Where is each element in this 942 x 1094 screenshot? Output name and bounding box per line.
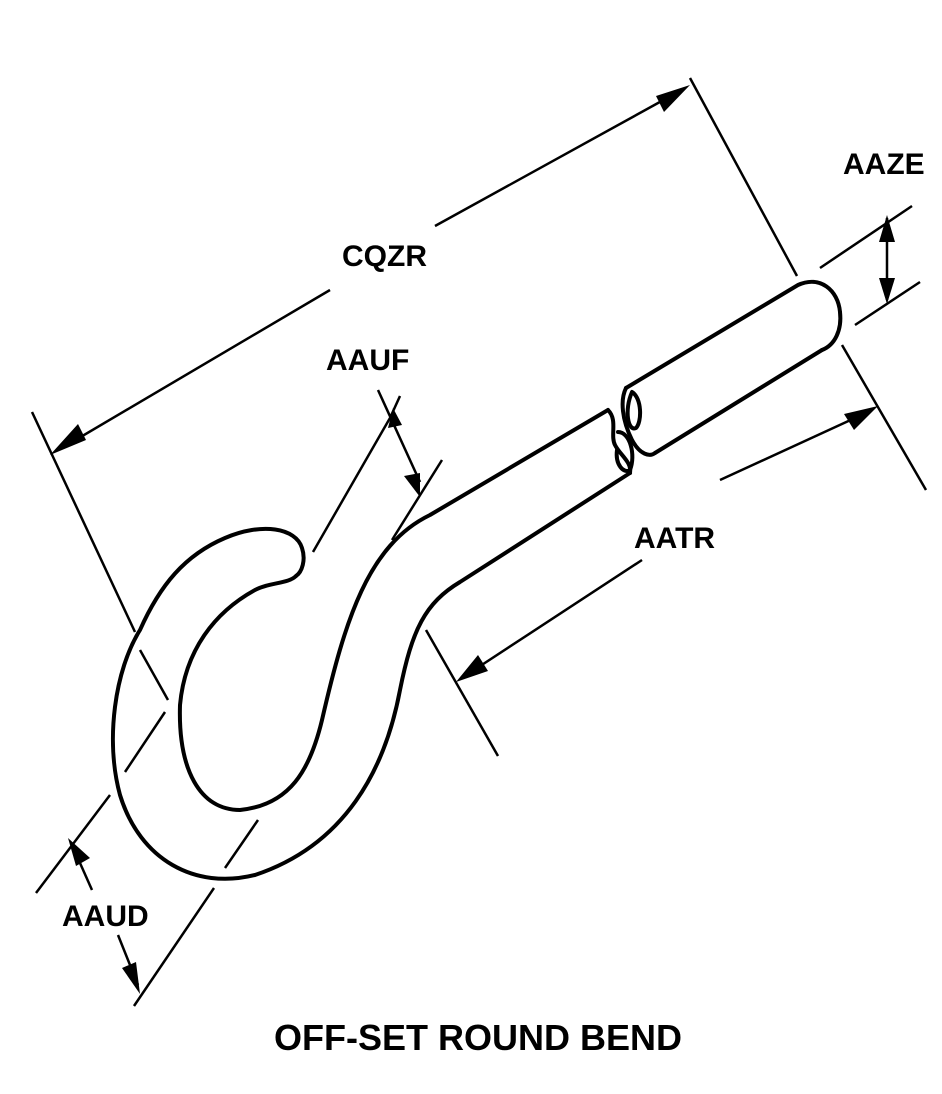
aaud-extension-bottom bbox=[132, 887, 216, 1007]
hook-part bbox=[111, 279, 843, 881]
aatr-label: AATR bbox=[634, 522, 715, 555]
dimension-aaze: AAZE bbox=[819, 148, 925, 327]
shank-break-left-curl bbox=[614, 430, 635, 473]
aaze-arrow-top bbox=[879, 215, 895, 242]
stock-right-top bbox=[624, 279, 842, 390]
hook-inner-contour bbox=[177, 408, 610, 812]
dimension-aaud: AAUD bbox=[35, 649, 260, 1007]
aatr-extension-left bbox=[424, 629, 500, 757]
dimension-aauf: AAUF bbox=[311, 344, 444, 553]
aaze-label: AAZE bbox=[843, 148, 925, 181]
aatr-arrow-right bbox=[844, 406, 878, 430]
dimension-cqzr: CQZR bbox=[30, 77, 799, 633]
aauf-arrow-top bbox=[388, 408, 402, 428]
aatr-dimension-line-right bbox=[719, 410, 869, 482]
dimension-aatr: AATR bbox=[424, 344, 928, 757]
diagram-caption: OFF-SET ROUND BEND bbox=[274, 1017, 682, 1058]
aaud-arrow-bottom bbox=[122, 962, 140, 994]
cqzr-dimension-line-left bbox=[61, 288, 331, 450]
aaud-extension-bottom-upper bbox=[223, 819, 260, 869]
aatr-extension-right bbox=[840, 344, 928, 491]
cqzr-extension-left bbox=[30, 411, 137, 633]
hook-outer-contour bbox=[111, 471, 632, 881]
aatr-arrow-left bbox=[456, 655, 488, 682]
cqzr-label: CQZR bbox=[342, 240, 427, 273]
aaze-extension-bottom bbox=[854, 280, 921, 327]
aauf-dimension-line bbox=[376, 389, 422, 483]
stock-right-bottom bbox=[653, 348, 824, 455]
aaud-arrow-top bbox=[68, 838, 90, 866]
cqzr-arrow-left bbox=[50, 424, 86, 455]
stock-right-break bbox=[620, 386, 657, 457]
aaze-arrow-bottom bbox=[879, 278, 895, 304]
aauf-label: AAUF bbox=[326, 344, 409, 377]
aaud-label: AAUD bbox=[62, 900, 149, 933]
stock-right-end bbox=[820, 310, 843, 352]
aatr-dimension-line-left bbox=[467, 558, 643, 676]
cqzr-dimension-line-right bbox=[434, 90, 679, 228]
cqzr-extension-right bbox=[688, 77, 799, 277]
aaud-extension-hook-left bbox=[138, 649, 170, 701]
aauf-extension-left bbox=[311, 417, 392, 553]
aaze-extension-top bbox=[819, 204, 913, 270]
shank-break-left bbox=[606, 408, 633, 475]
cqzr-arrow-right bbox=[656, 85, 690, 112]
aauf-arrow-bottom bbox=[404, 473, 420, 497]
aaud-extension-inner-top bbox=[123, 711, 167, 773]
stock-right-break-curl bbox=[625, 390, 643, 431]
aauf-extension-right bbox=[390, 459, 444, 541]
